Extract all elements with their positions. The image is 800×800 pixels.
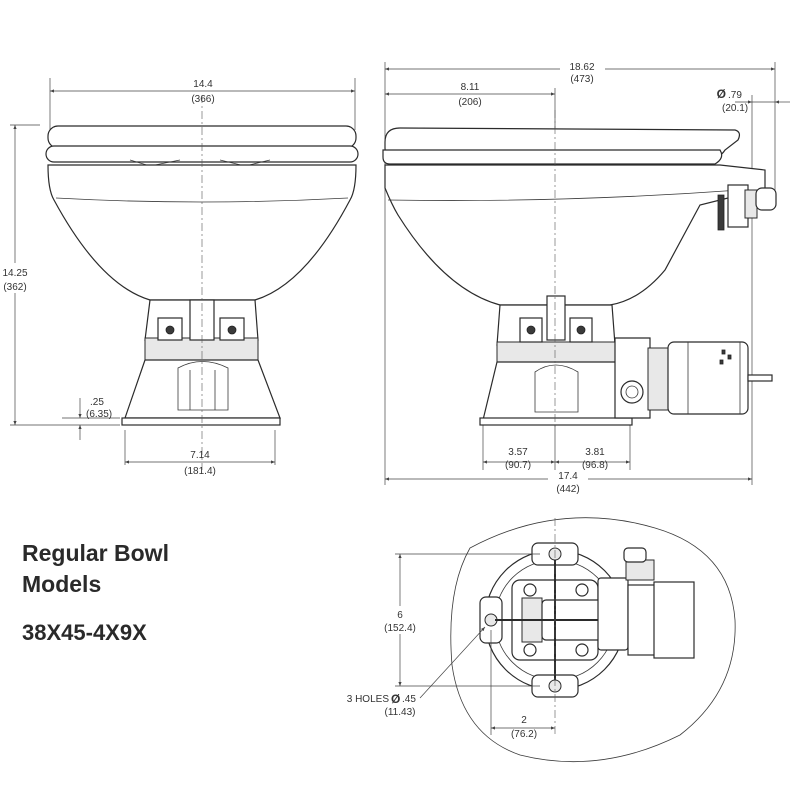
hole-offset-mm: (76.2): [511, 729, 537, 740]
hole-spacing-dimension: 6 (152.4): [375, 553, 540, 687]
base-length-in: 17.4: [558, 471, 578, 482]
front-offset-in: 3.81: [585, 447, 605, 458]
hose-diameter-mm: (20.1): [722, 103, 748, 114]
hole-spacing-in: 6: [397, 610, 403, 621]
hole-spacing-mm: (152.4): [384, 623, 416, 634]
front-width-dimension: 14.4 (366): [50, 79, 355, 105]
holes-symbol: Ø: [391, 692, 400, 706]
hose-diameter-symbol: Ø: [717, 87, 726, 101]
base-width-dimension: 7.14 (181.4): [124, 450, 275, 477]
holes-callout: 3 HOLES Ø .45 (11.43): [347, 626, 486, 718]
hole-offset-dimension: 2 (76.2): [490, 630, 555, 740]
front-width-in: 14.4: [193, 79, 213, 90]
title-line-2: Models: [22, 571, 102, 597]
front-offset-dimension: 3.81 (96.8): [555, 447, 630, 471]
front-view: [10, 78, 359, 470]
base-offset-in: .25: [90, 397, 104, 408]
title-line-1: Regular Bowl: [22, 540, 169, 566]
side-view: [382, 62, 777, 485]
base-length-dimension: 17.4 (442): [385, 470, 752, 495]
base-offset-dimension: .25 (6.35): [78, 397, 112, 440]
front-offset-mm: (96.8): [582, 460, 608, 471]
seat-to-center-dimension: 8.11 (206): [385, 82, 555, 108]
overall-length-in: 18.62: [569, 62, 594, 73]
base-length-mm: (442): [556, 484, 579, 495]
seat-to-center-mm: (206): [458, 97, 481, 108]
front-width-mm: (366): [191, 94, 214, 105]
base-offset-mm: (6.35): [86, 409, 112, 420]
front-height-dimension: 14.25 (362): [2, 124, 30, 425]
holes-label: 3 HOLES: [347, 694, 390, 705]
seat-to-center-in: 8.11: [461, 82, 480, 93]
front-height-mm: (362): [3, 282, 26, 293]
overall-length-dimension: 18.62 (473): [385, 60, 775, 86]
rear-offset-dimension: 3.57 (90.7): [483, 447, 555, 471]
rear-offset-in: 3.57: [508, 447, 528, 458]
model-number: 38X45-4X9X: [22, 620, 147, 645]
overall-length-mm: (473): [570, 74, 593, 85]
front-height-in: 14.25: [2, 268, 27, 279]
holes-in: .45: [402, 694, 416, 705]
hose-diameter-in: .79: [728, 90, 742, 101]
base-width-in: 7.14: [190, 450, 210, 461]
hose-diameter-dimension: Ø .79 (20.1): [717, 87, 790, 114]
hole-offset-in: 2: [521, 715, 527, 726]
bottom-view: [450, 517, 736, 763]
base-width-mm: (181.4): [184, 466, 216, 477]
holes-mm: (11.43): [385, 707, 416, 718]
rear-offset-mm: (90.7): [505, 460, 531, 471]
